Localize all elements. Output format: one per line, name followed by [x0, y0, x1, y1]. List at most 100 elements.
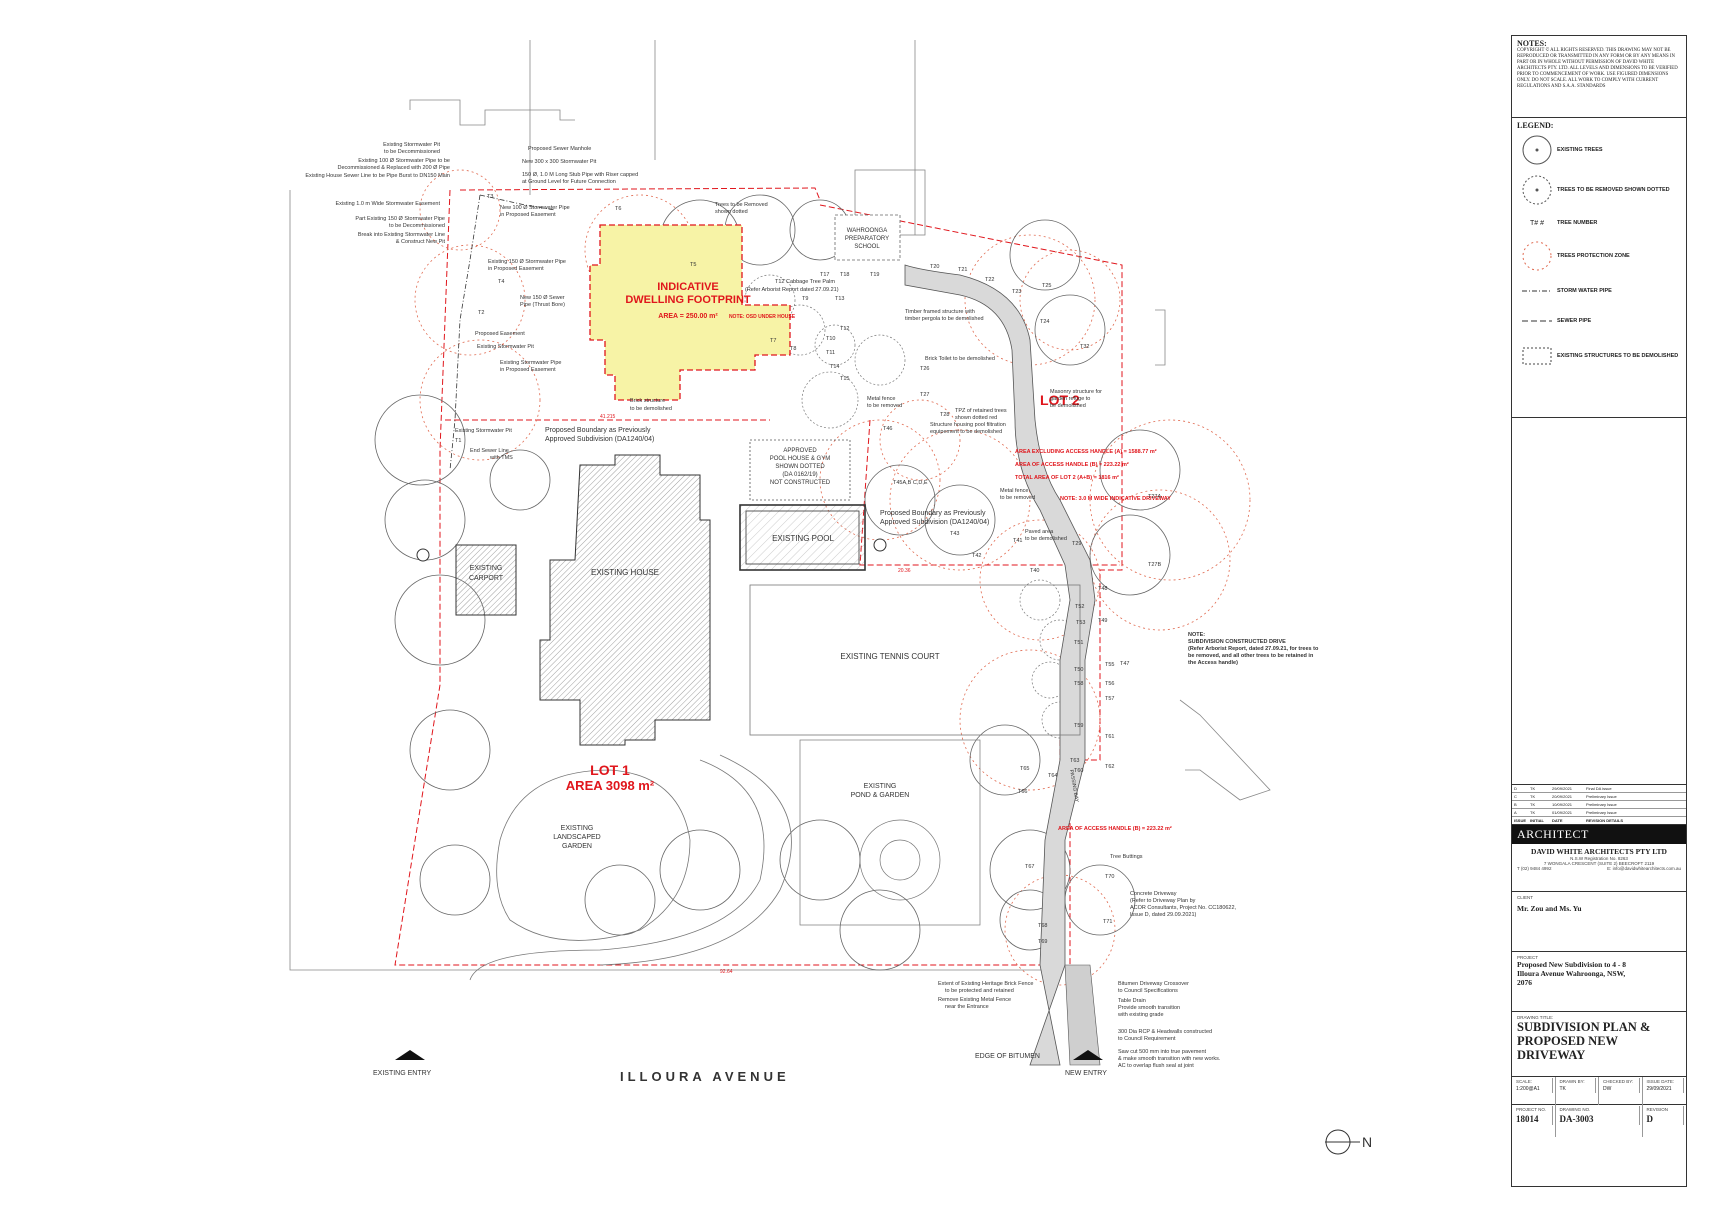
br-note-8: & make smooth transition with new works.: [1118, 1056, 1221, 1062]
landscaped-garden: [496, 769, 691, 941]
lot1-area: AREA 3098 m²: [566, 778, 655, 793]
access-area: AREA OF ACCESS HANDLE (B) = 223.22 m²: [1058, 825, 1172, 832]
bottom-note-2: Remove Existing Metal Fence: [938, 997, 1011, 1003]
existing-tree-icon: [1517, 132, 1557, 168]
rev-desc: Preliminary Issue: [1586, 794, 1617, 799]
tree-tag: T52: [1075, 604, 1084, 610]
checked-caption: CHECKED BY:: [1601, 1078, 1640, 1085]
drawn-value: TK: [1558, 1085, 1596, 1093]
firm-reg: N.S.W Registration No. 8263: [1570, 856, 1628, 861]
existing-entry-arrow-icon: [395, 1050, 425, 1060]
mid-note-9: End Sewer Line: [470, 448, 509, 454]
pond-garden: [799, 739, 981, 926]
garden-label: EXISTING: [561, 825, 594, 832]
pool-house-2: POOL HOUSE & GYM: [770, 456, 830, 462]
school-label-3: SCHOOL: [854, 244, 880, 250]
metal-fence-note-2: to be removed: [867, 403, 902, 409]
lot2-total: TOTAL AREA OF LOT 2 (A+B) = 1816 m²: [1015, 474, 1119, 481]
date-value: 29/09/2021: [1645, 1085, 1684, 1093]
date-caption: ISSUE DATE:: [1645, 1078, 1684, 1085]
firm-addr: 7 WONGALA CRESCENT (SUITE 2) BEECROFT 21…: [1543, 861, 1655, 866]
street-name: ILLOURA AVENUE: [620, 1069, 790, 1084]
mid-note-0: Existing 150 Ø Stormwater Pipe: [488, 259, 566, 265]
pool-house-4: (DA 0162/19): [782, 472, 817, 478]
masonry-note: Masonry structure for: [1050, 389, 1102, 395]
tree-tag: T20: [930, 264, 939, 270]
client-name: Mr. Zou and Ms. Yu: [1517, 904, 1582, 913]
drawing-number: DA-3003: [1558, 1113, 1640, 1125]
school-label: WAHROONGA: [847, 228, 887, 234]
firm-tel: T (02) 9484 4992: [1517, 866, 1552, 871]
notes-text: COPYRIGHT © ALL RIGHTS RESERVED. THIS DR…: [1517, 48, 1678, 89]
revision-letter: D: [1645, 1113, 1684, 1125]
boundary-note-b: Proposed Boundary as Previously: [880, 510, 986, 517]
top-note-1: New 300 x 300 Stormwater Pit: [522, 159, 597, 165]
left-note-8: Break into Existing Stormwater Line: [358, 232, 445, 238]
tree-tag: T22: [985, 277, 994, 283]
firm-email: E: info@davidwhitearchitects.com.au: [1607, 866, 1681, 871]
pergola-note: Timber framed structure with: [905, 309, 975, 315]
rev-date: 20/09/2021: [1552, 794, 1573, 799]
brick-note-2: to be demolished: [630, 406, 672, 412]
revision-caption: REVISION: [1645, 1106, 1684, 1113]
carport-label-2: CARPORT: [469, 575, 504, 582]
tree-tag: T69: [1038, 939, 1047, 945]
br-note-4: with existing grade: [1117, 1012, 1164, 1018]
top-note-4: New 100 Ø Stormwater Pipe: [500, 205, 570, 211]
left-note-7: to be Decommissioned: [389, 223, 445, 229]
metal-fence2-2: to be removed: [1000, 495, 1035, 501]
mid-note-1: in Proposed Easement: [488, 266, 544, 272]
bottom-note-1: to be protected and retained: [945, 988, 1014, 994]
tree-tag: T26: [920, 366, 929, 372]
tpz-note-2: shown dotted red: [955, 415, 997, 421]
palm-note: T12 Cabbage Tree Palm: [775, 279, 835, 285]
legend-row: T# # TREE NUMBER: [1517, 210, 1681, 236]
trees-removed-note-2: shown dotted: [715, 209, 748, 215]
concrete-note: Concrete Driveway: [1130, 891, 1177, 897]
dwelling-footprint: [589, 224, 791, 401]
mid-note-2: New 150 Ø Sewer: [520, 295, 565, 301]
legend-label: EXISTING STRUCTURES TO BE DEMOLISHED: [1557, 353, 1679, 359]
checked-value: DW: [1601, 1085, 1640, 1093]
subdiv-note-1: NOTE:: [1188, 632, 1205, 638]
legend-label: TREES PROTECTION ZONE: [1557, 253, 1630, 259]
dwelling-area: AREA = 250.00 m²: [658, 313, 718, 320]
rev-by: TK: [1530, 810, 1536, 815]
paved-note: Paved area: [1025, 529, 1054, 535]
tree-tag: T27A: [1148, 494, 1161, 500]
sewer-line-icon: [1517, 303, 1557, 339]
tpz-note-4: equipement to be demolished: [930, 429, 1002, 435]
masonry-note-3: be demolished: [1050, 403, 1086, 409]
legend-label: SEWER PIPE: [1557, 318, 1592, 324]
existing-entry-label: EXISTING ENTRY: [373, 1070, 432, 1077]
scale-value: 1:200@A1: [1514, 1085, 1553, 1093]
existing-house: [539, 454, 711, 746]
tree-tag: T68: [1038, 923, 1047, 929]
north-arrow-icon: [1325, 1129, 1360, 1155]
rev-header-desc: REVISION DETAILS: [1586, 818, 1624, 823]
tree-tag: T11: [826, 350, 835, 356]
client-caption: CLIENT: [1517, 895, 1534, 900]
dwelling-note: NOTE: OSD UNDER HOUSE: [729, 314, 796, 320]
lot2-area-a: AREA EXCLUDING ACCESS HANDLE (A) = 1588.…: [1015, 448, 1157, 455]
tree-tag: T5: [690, 262, 696, 268]
tree-tag: T23: [1012, 289, 1021, 295]
metal-fence2: Metal fence: [1000, 488, 1028, 494]
legend-label: STORM WATER PIPE: [1557, 288, 1612, 294]
rev-issue: B: [1514, 802, 1517, 807]
number-section: PROJECT No.18014 DRAWING No.DA-3003 REVI…: [1512, 1105, 1686, 1137]
dwelling-title: INDICATIVE: [657, 281, 719, 293]
left-note-0: Existing Stormwater Pit: [383, 142, 440, 148]
dwelling-title-2: DWELLING FOOTPRINT: [625, 294, 751, 306]
project-name: Proposed New Subdivision to 4 - 8 Illour…: [1517, 960, 1627, 987]
heritage-marker-icon: [416, 538, 887, 562]
concrete-note-3: ACOR Consultants, Project No. CC180622,: [1130, 905, 1237, 911]
existing-trees: [374, 194, 1181, 971]
rev-date: 01/09/2021: [1552, 810, 1573, 815]
tree-tag: T60: [1074, 768, 1083, 774]
rev-desc: Preliminary Issue: [1586, 802, 1617, 807]
